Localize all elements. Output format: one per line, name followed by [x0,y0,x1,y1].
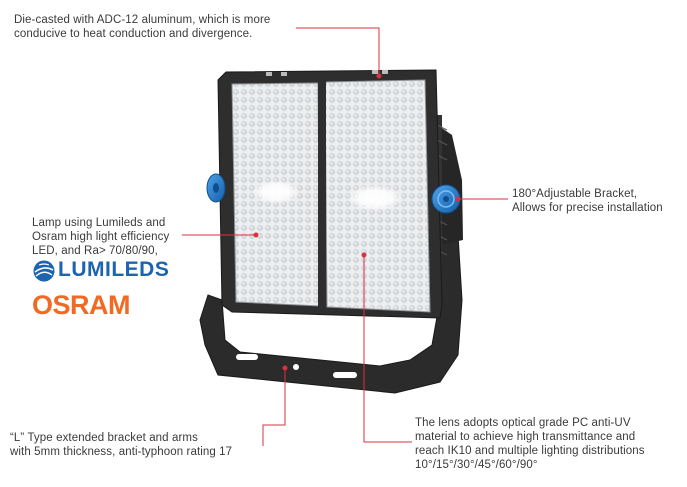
lumileds-globe-icon [33,260,55,282]
housing-callout-line-1: Die-casted with ADC-12 aluminum, which i… [14,14,271,26]
lens-callout-line-2: material to achieve high transmittance a… [415,431,636,443]
lens-marker-dot [361,252,367,258]
lens-callout-line-3: reach IK10 and multiple lighting distrib… [415,445,645,457]
right-adjust-knob [431,184,461,214]
bracket-marker-dot [455,196,461,202]
lamp-marker-dot [253,232,259,238]
lamp-callout-line-3: LED, and Ra> 70/80/90, [32,245,158,257]
housing-marker-dot [376,73,382,79]
lens-callout-line-4: 10°/15°/30°/45°/60°/90° [415,459,538,471]
lens-leader-line [363,255,412,443]
bracket-callout: 180°Adjustable Bracket, Allows for preci… [512,187,663,215]
bracket-callout-line-2: Allows for precise installation [512,202,663,214]
bracket-slot [333,372,357,378]
lamp-callout-line-2: Osram high light efficiency [32,231,170,243]
right-lens-panel [324,79,431,313]
housing-callout-line-2: conducive to heat conduction and diverge… [14,28,253,40]
lens-callout-line-1: The lens adopts optical grade PC anti-UV [415,417,631,429]
housing-callout: Die-casted with ADC-12 aluminum, which i… [14,13,270,41]
arms-leader-line [262,368,286,446]
left-adjust-knob [206,173,226,203]
bracket-callout-line-1: 180°Adjustable Bracket, [512,188,638,200]
arms-callout: “L” Type extended bracket and arms with … [10,431,232,459]
bracket-bolt-hole [293,364,299,370]
osram-logo: OSRAM [32,290,131,320]
bracket-slot [236,354,258,360]
left-lens-panel [231,82,321,307]
lumileds-logo: LUMILEDS [58,258,170,281]
arms-callout-line-1: “L” Type extended bracket and arms [10,432,198,444]
arms-callout-line-2: with 5mm thickness, anti-typhoon rating … [10,446,233,458]
lamp-callout-line-1: Lamp using Lumileds and [32,217,166,229]
arms-marker-dot [282,365,288,371]
lens-callout: The lens adopts optical grade PC anti-UV… [415,416,645,472]
lamp-callout: Lamp using Lumileds and Osram high light… [32,216,169,258]
housing-leader-line [296,27,380,76]
